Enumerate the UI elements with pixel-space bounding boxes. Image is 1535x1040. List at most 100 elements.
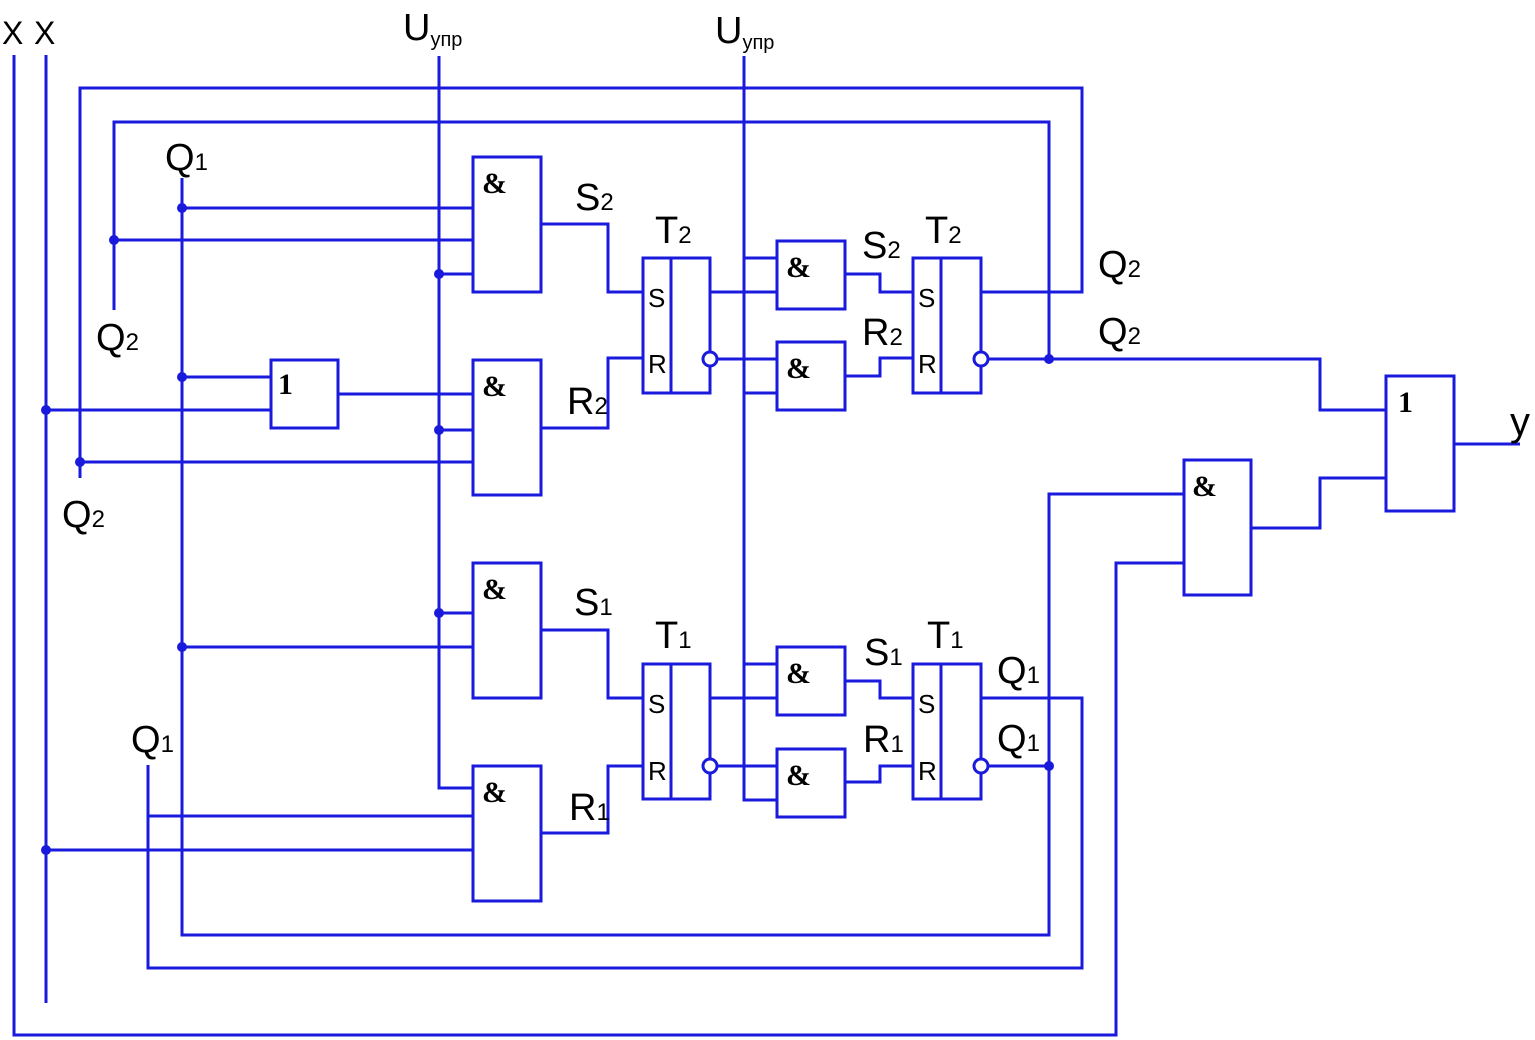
q2-b-label: Q2 (62, 494, 105, 536)
junction-dot (177, 203, 187, 213)
r2-b-label: R2 (862, 312, 903, 354)
flip-flops: S R S R S R S R (641, 256, 990, 801)
and-gate-symbol: & (482, 167, 507, 200)
junction-dot (41, 405, 51, 415)
or-gate-symbol: 1 (278, 368, 293, 401)
junction-dot (109, 235, 119, 245)
label-sub: 2 (594, 393, 607, 420)
and-gate-4: & (471, 764, 543, 903)
label-main: U (715, 10, 742, 52)
label-sub: 1 (195, 149, 208, 176)
wire-s2-b (845, 272, 913, 294)
pin-r: R (918, 756, 937, 786)
label-sub: 2 (1128, 323, 1141, 350)
and-gate-symbol: & (482, 370, 507, 403)
label-sub: 2 (92, 506, 105, 533)
input-x1-label: X (2, 15, 23, 51)
t1-a-label: T1 (655, 615, 692, 657)
label-main: T (655, 615, 678, 657)
and-gate-symbol: & (1192, 470, 1217, 503)
or-gate-output: 1 (1384, 374, 1456, 513)
wire-r2-a (541, 356, 643, 430)
label-sub: 2 (1128, 256, 1141, 283)
label-sub: 1 (678, 627, 691, 654)
t1-b-label: T1 (927, 615, 964, 657)
wire-r2-b (845, 356, 913, 378)
pin-s: S (648, 283, 665, 313)
junction-dot (75, 457, 85, 467)
label-main: Q (96, 317, 126, 359)
label-sub: 1 (1027, 662, 1040, 689)
label-sub: 2 (126, 329, 139, 356)
and-gate-symbol: & (482, 573, 507, 606)
wire-q1-feedback (180, 178, 1051, 937)
wire-r1-b (845, 764, 913, 784)
junctions (41, 203, 1054, 855)
label-sub: 2 (889, 324, 902, 351)
output-y-label: y (1510, 400, 1530, 444)
label-main: Q (62, 494, 92, 536)
labels: X X Uупр Uупр Q1 Q2 Q2 Q1 S2 R2 S1 R1 T2… (2, 7, 1530, 829)
inversion-circle (701, 350, 719, 368)
s2-a-label: S2 (575, 177, 614, 219)
gates: & 1 & & & & & & (269, 155, 1456, 903)
label-main: S (574, 582, 599, 624)
s1-a-label: S1 (574, 582, 613, 624)
label-main: T (925, 210, 948, 252)
label-main: Q (1098, 244, 1128, 286)
pin-s: S (648, 689, 665, 719)
q2-out-b-label: Q2 (1098, 311, 1141, 353)
label-sub: 1 (161, 731, 174, 758)
and-gate-symbol: & (786, 657, 811, 690)
inversion-circle (972, 350, 990, 368)
label-main: R (569, 787, 596, 829)
pin-r: R (648, 349, 667, 379)
label-main: R (567, 381, 594, 423)
junction-dot (41, 845, 51, 855)
label-main: Q (131, 719, 161, 761)
label-sub: 1 (599, 594, 612, 621)
pin-s: S (918, 689, 935, 719)
t2-b-label: T2 (925, 210, 962, 252)
wire-s1-b (845, 679, 913, 700)
t2-a-label: T2 (655, 210, 692, 252)
and-gate-2: & (471, 358, 543, 497)
and-gate-3: & (471, 561, 543, 700)
wire-q1bar-to-and-out (1047, 492, 1184, 766)
and-gate-symbol: & (786, 759, 811, 792)
and-gate-output: & (1182, 458, 1253, 597)
junction-dot (1044, 354, 1054, 364)
pin-r: R (648, 756, 667, 786)
wire-x1-rail (12, 55, 1184, 1037)
label-sub: 1 (596, 799, 609, 826)
and-gate-symbol: & (786, 352, 811, 385)
wire-uupr2-rail (742, 56, 777, 802)
q1-left-label: Q1 (131, 719, 174, 761)
label-sub: 1 (1027, 730, 1040, 757)
junction-dot (177, 372, 187, 382)
inversion-circle (701, 757, 719, 775)
label-sub: упр (430, 29, 462, 51)
label-main: U (403, 7, 430, 49)
q2-out-a-label: Q2 (1098, 244, 1141, 286)
q1-top-label: Q1 (165, 137, 208, 179)
label-sub: 1 (950, 627, 963, 654)
r1-b-label: R1 (863, 719, 904, 761)
s1-b-label: S1 (864, 632, 903, 674)
rs-flip-flop-t1-stage1: S R (641, 662, 719, 801)
junction-dot (434, 269, 444, 279)
label-main: Q (1098, 311, 1128, 353)
pin-r: R (918, 349, 937, 379)
label-main: Q (997, 650, 1027, 692)
label-sub: 2 (678, 222, 691, 249)
and-gate-symbol: & (482, 776, 507, 809)
input-uupr1-label: Uупр (403, 7, 462, 51)
inversion-circle (972, 757, 990, 775)
and-gate-5: & (775, 239, 847, 311)
label-main: Q (997, 718, 1027, 760)
wire-uupr1-rail (437, 56, 473, 790)
r2-a-label: R2 (567, 381, 608, 423)
label-sub: 1 (889, 644, 902, 671)
and-gate-symbol: & (786, 251, 811, 284)
junction-dot (1044, 761, 1054, 771)
